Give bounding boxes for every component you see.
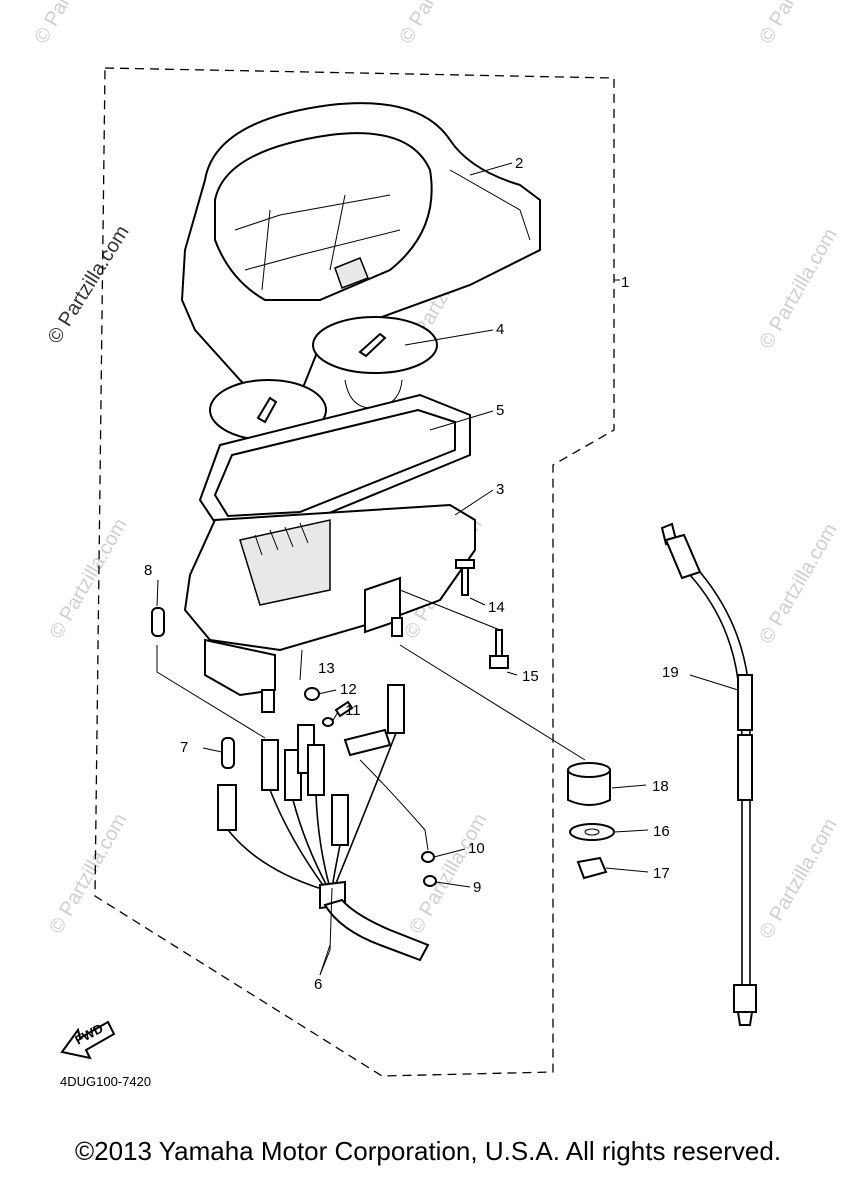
callout-11: 11: [345, 702, 361, 719]
watermark-faint: © Partzilla.com: [755, 0, 841, 48]
callout-13: 13: [318, 660, 335, 677]
grommets: [567, 762, 615, 880]
callout-16: 16: [653, 823, 670, 840]
small-hardware: [304, 687, 437, 887]
callout-8: 8: [144, 562, 152, 579]
callout-3: 3: [496, 481, 504, 498]
callout-6: 6: [314, 976, 322, 993]
watermark-faint: © Partzilla.com: [755, 520, 841, 648]
watermark-faint: © Partzilla.com: [755, 225, 841, 353]
callout-10: 10: [468, 840, 485, 857]
watermark-faint: © Partzilla.com: [755, 815, 841, 943]
fwd-arrow-icon: FWD: [60, 1021, 116, 1060]
bulbs: [151, 607, 235, 769]
callout-5: 5: [496, 402, 504, 419]
watermark-faint: © Partzilla.com: [45, 515, 131, 643]
callout-15: 15: [522, 668, 539, 685]
callout-14: 14: [488, 599, 505, 616]
callout-4: 4: [496, 321, 504, 338]
watermark-main: © Partzilla.com: [44, 222, 134, 348]
callout-19: 19: [662, 664, 679, 681]
callout-9: 9: [473, 879, 481, 896]
callout-18: 18: [652, 778, 669, 795]
meter-case: [183, 503, 476, 713]
callout-7: 7: [180, 739, 188, 756]
leader-lines: [156, 162, 739, 976]
callout-1: 1: [621, 274, 629, 291]
watermark-faint: © Partzilla.com: [30, 0, 116, 48]
callout-17: 17: [653, 865, 670, 882]
bolts: [455, 559, 509, 669]
wire-harness: [217, 684, 430, 976]
meter-cover: [180, 102, 541, 402]
watermark-faint: © Partzilla.com: [405, 810, 491, 938]
copyright-notice: ©2013 Yamaha Motor Corporation, U.S.A. A…: [74, 1136, 782, 1166]
watermark-faint: © Partzilla.com: [395, 0, 481, 48]
speedometer-cable: [660, 522, 757, 1026]
watermark-faint: © Partzilla.com: [45, 810, 131, 938]
callout-2: 2: [515, 155, 523, 172]
diagram-code: 4DUG100-7420: [60, 1074, 151, 1089]
callout-12: 12: [340, 681, 357, 698]
callouts: 1 2 3 4 5 6 7 8 9 10 11 12 13 14 15 16 1…: [144, 155, 679, 993]
assembly-boundary: [94, 67, 615, 1077]
